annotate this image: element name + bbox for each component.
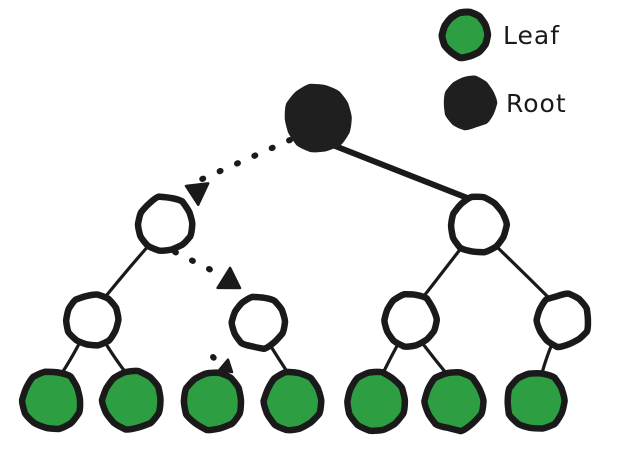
internal-circle <box>228 293 289 353</box>
legend-label-leaf: Leaf <box>503 21 560 50</box>
tree-edge-n-ll-to-leaf-2 <box>104 342 128 375</box>
legend-item-root[interactable]: Root <box>443 75 567 131</box>
leaf-circle <box>98 367 164 433</box>
leaf-circle <box>344 368 409 435</box>
leaf-circle <box>504 370 568 432</box>
tree-node-root root-node[interactable] <box>284 83 352 153</box>
tree-edges-layer <box>60 141 554 375</box>
leaf-circle <box>180 369 245 434</box>
tree-node-n-r internal-node[interactable] <box>447 193 511 256</box>
legend-swatch-leaf-icon <box>438 8 492 62</box>
arrow-to-leaf-3-arrowhead <box>217 358 234 374</box>
tree-node-n-lr internal-node[interactable] <box>228 293 289 353</box>
arrow-root-to-left <box>184 137 293 206</box>
leaf-circle <box>260 368 325 434</box>
arrow-left-to-lr-arrowhead <box>216 266 242 290</box>
internal-circle <box>447 193 511 256</box>
internal-circle <box>381 291 441 350</box>
tree-node-n-ll internal-node[interactable] <box>62 291 122 349</box>
tree-edge-n-rl-to-leaf-5 <box>381 342 400 375</box>
tree-edge-n-lr-to-leaf-4 <box>268 343 290 375</box>
tree-edge-n-r-to-n-rr <box>494 244 550 299</box>
legend-swatch-root-icon <box>443 75 498 131</box>
root-circle <box>284 83 352 153</box>
tree-node-n-l internal-node[interactable] <box>134 193 196 255</box>
tree-edge-n-rr-to-leaf-7 <box>540 342 554 375</box>
tree-node-n-rr internal-node[interactable] <box>533 290 592 351</box>
legend-label-root: Root <box>506 89 567 118</box>
tree-edge-n-r-to-n-rl <box>422 245 464 298</box>
leaf-circle <box>18 368 84 433</box>
tree-node-leaf-4 leaf-node[interactable] <box>260 368 325 434</box>
tree-edge-n-l-to-n-ll <box>104 242 152 298</box>
tree-node-leaf-1 leaf-node[interactable] <box>18 368 84 433</box>
arrow-left-to-lr <box>172 249 242 290</box>
arrow-left-to-lr-dotted-path <box>172 249 224 278</box>
tree-node-leaf-2 leaf-node[interactable] <box>98 367 164 433</box>
leaf-circle <box>421 368 487 435</box>
tree-node-n-rl internal-node[interactable] <box>381 291 441 350</box>
tree-node-leaf-5 leaf-node[interactable] <box>344 368 409 435</box>
tree-edge-n-rl-to-leaf-6 <box>421 342 448 375</box>
internal-circle <box>134 193 196 255</box>
tree-nodes-layer <box>18 83 592 435</box>
tree-node-leaf-7 leaf-node[interactable] <box>504 370 568 432</box>
tree-edge-n-ll-to-leaf-1 <box>60 342 81 375</box>
tree-node-leaf-6 leaf-node[interactable] <box>421 368 487 435</box>
legend-item-leaf[interactable]: Leaf <box>438 8 560 62</box>
internal-circle <box>533 290 592 351</box>
arrow-root-to-left-dotted-path <box>197 137 293 183</box>
arrow-to-leaf-3-dotted-path <box>210 354 219 363</box>
traversal-arrows-layer <box>172 137 293 374</box>
tree-node-leaf-3 leaf-node[interactable] <box>180 369 245 434</box>
internal-circle <box>62 291 122 349</box>
arrow-to-leaf-3 <box>210 354 234 374</box>
tree-edge-root-to-n-r <box>327 141 473 202</box>
arrow-root-to-left-arrowhead <box>184 182 210 206</box>
